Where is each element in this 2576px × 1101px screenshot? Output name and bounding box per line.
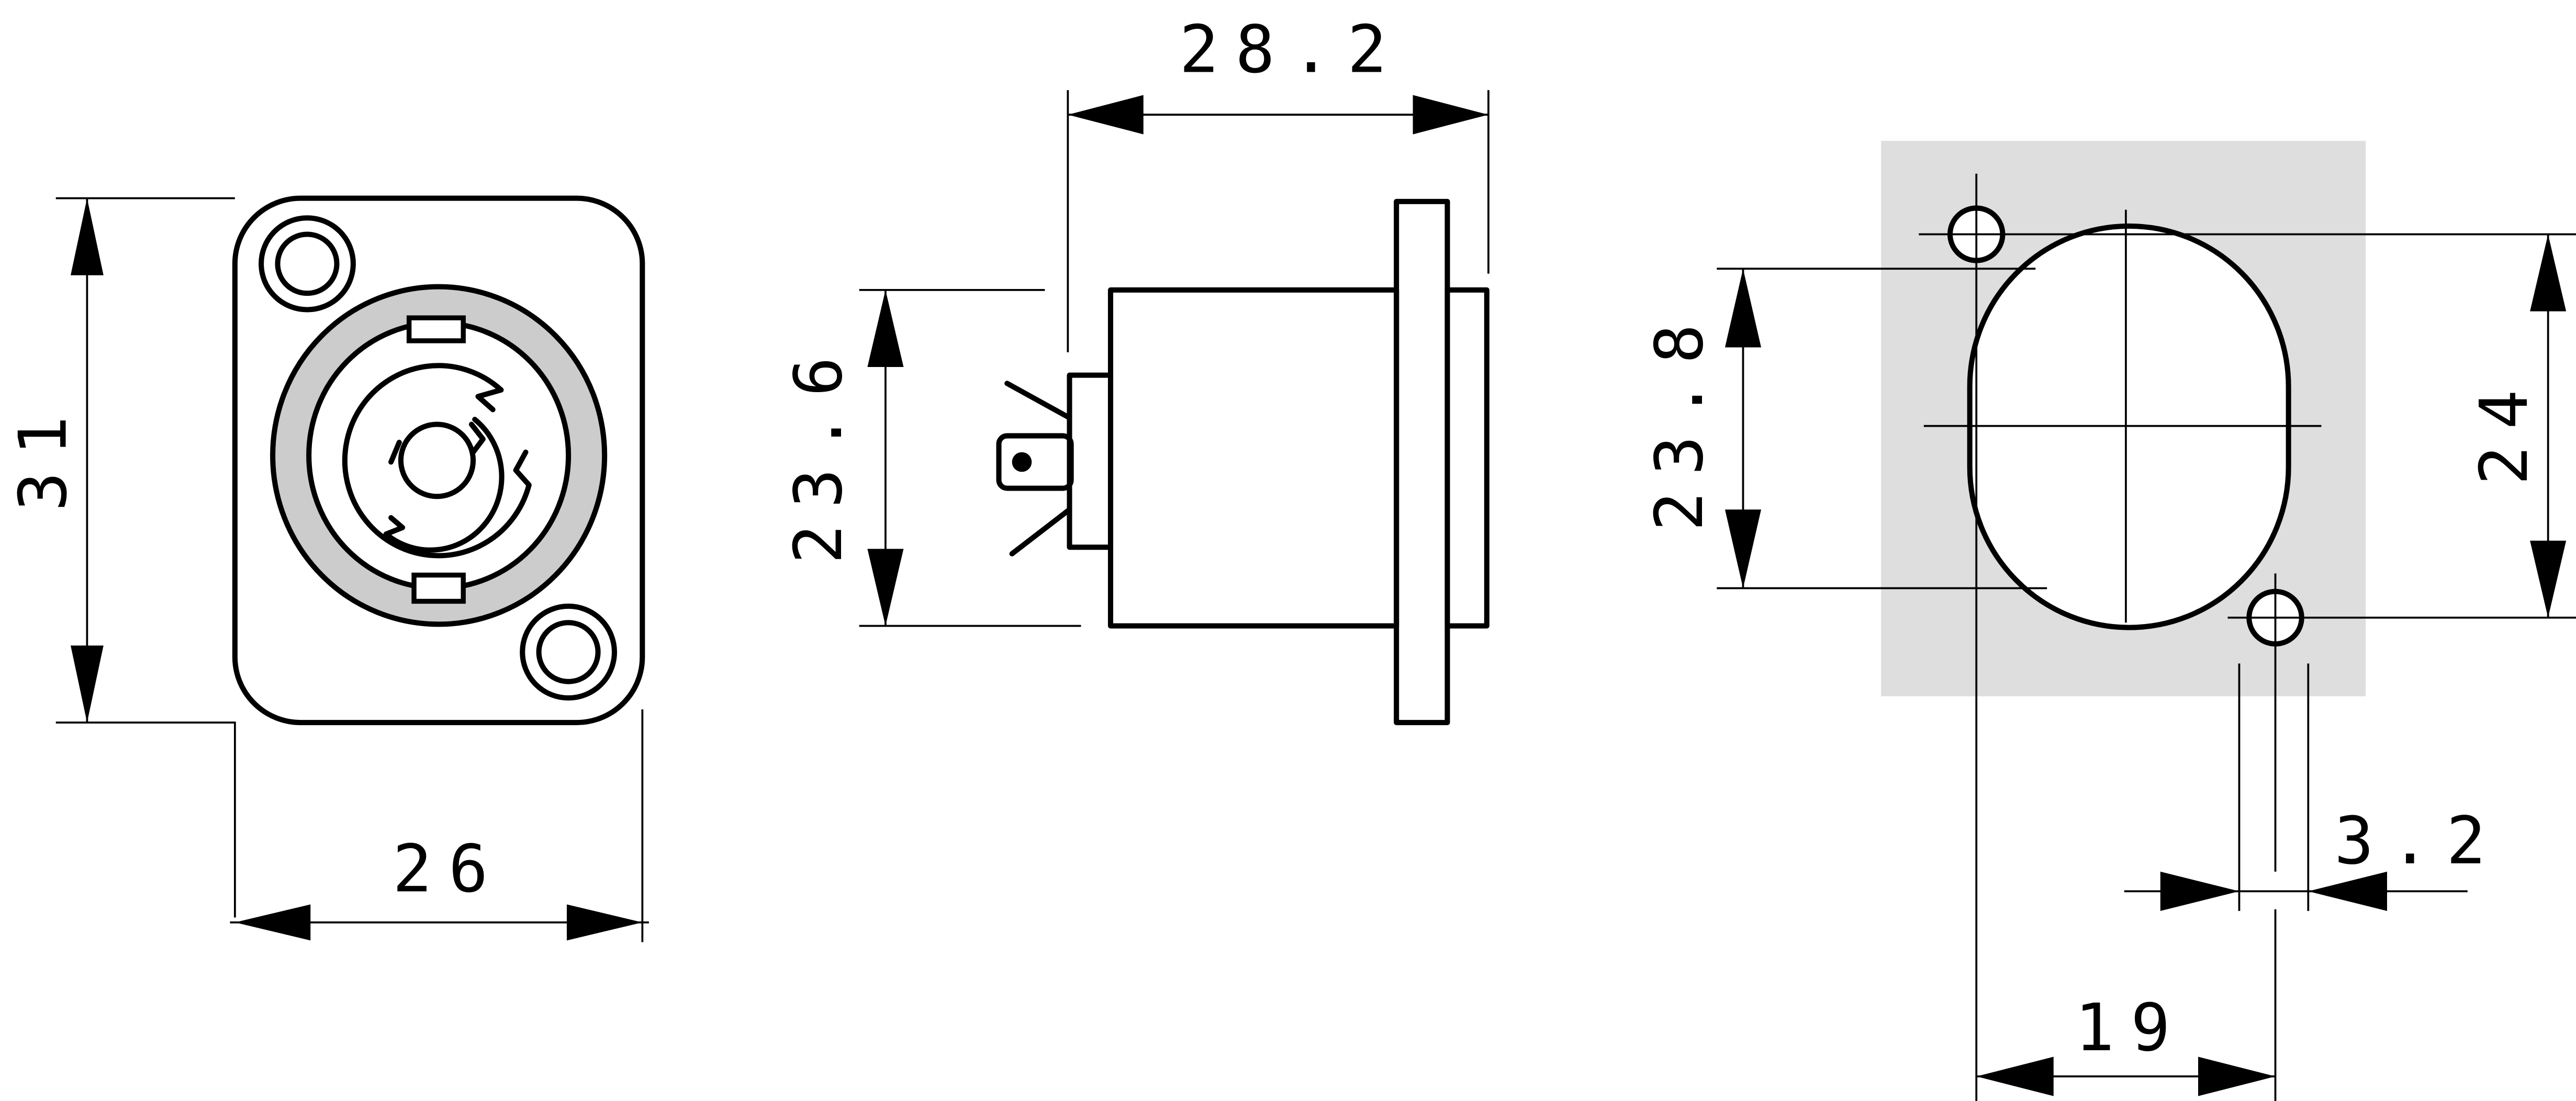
connector-contact-inner — [383, 417, 505, 553]
cutout-view: 23.8 24 3.2 19 — [1641, 141, 2576, 1101]
dim-23-8-arrow-top — [1724, 269, 1762, 348]
connector-body — [1107, 287, 1399, 629]
dim-26-label: 26 — [393, 831, 505, 907]
side-view: 28.2 23.6 — [780, 12, 1489, 726]
dim-23-8-label: 23.8 — [1641, 308, 1718, 531]
connector-key-bottom — [411, 572, 466, 604]
dim-24-label: 24 — [2466, 373, 2543, 485]
mounting-hole-bottom-right-inner — [536, 620, 601, 684]
dim-3-2-arrow-left — [2160, 871, 2239, 911]
dim-23-8-arrow-bottom — [1724, 509, 1762, 588]
dim-28-2-label: 28.2 — [1179, 12, 1403, 88]
dim-26-arrow-right — [566, 904, 643, 941]
dim-19-arrow-left — [1976, 1056, 2054, 1096]
solder-tab-hole — [1012, 452, 1032, 472]
dim-24-arrow-bottom — [2530, 540, 2567, 618]
dim-3-2-label: 3.2 — [2334, 803, 2502, 879]
dim-3-2-arrow-right — [2308, 871, 2388, 911]
mounting-hole-top-left-inner — [275, 231, 340, 296]
dim-23-6-arrow-bottom — [867, 549, 904, 626]
connector-pin-tab-right — [468, 421, 486, 455]
terminal-wire-lower — [1009, 507, 1072, 557]
dim-19-label: 19 — [2075, 989, 2187, 1066]
connector-center-pin — [398, 421, 476, 499]
dim-19-arrow-right — [2198, 1056, 2276, 1096]
mounting-flange — [1394, 198, 1450, 726]
dim-31-arrow-bottom — [70, 646, 104, 723]
dim-31-label: 31 — [5, 399, 81, 511]
front-view: 31 26 — [5, 195, 649, 942]
connector-pin-tab — [388, 439, 402, 465]
connector-contact-outer — [342, 363, 532, 559]
rear-terminal-block — [1067, 372, 1114, 550]
dim-23-6-label: 23.6 — [780, 340, 857, 564]
terminal-wire-upper — [1004, 381, 1072, 421]
dim-23-6-arrow-top — [867, 290, 904, 367]
solder-tab — [996, 433, 1074, 491]
connector-contact-outer-tab — [475, 387, 504, 413]
front-panel-plate — [232, 195, 645, 726]
dim-31-arrow-top — [70, 198, 104, 275]
dim-31-extension-bottom — [55, 721, 236, 918]
dim-26-arrow-left — [234, 904, 311, 941]
dim-28-2-arrow-left — [1068, 95, 1144, 135]
dim-24-arrow-top — [2530, 234, 2567, 312]
connector-key-top — [406, 315, 466, 343]
front-bezel — [1444, 287, 1489, 629]
dim-28-2-arrow-right — [1413, 95, 1488, 135]
